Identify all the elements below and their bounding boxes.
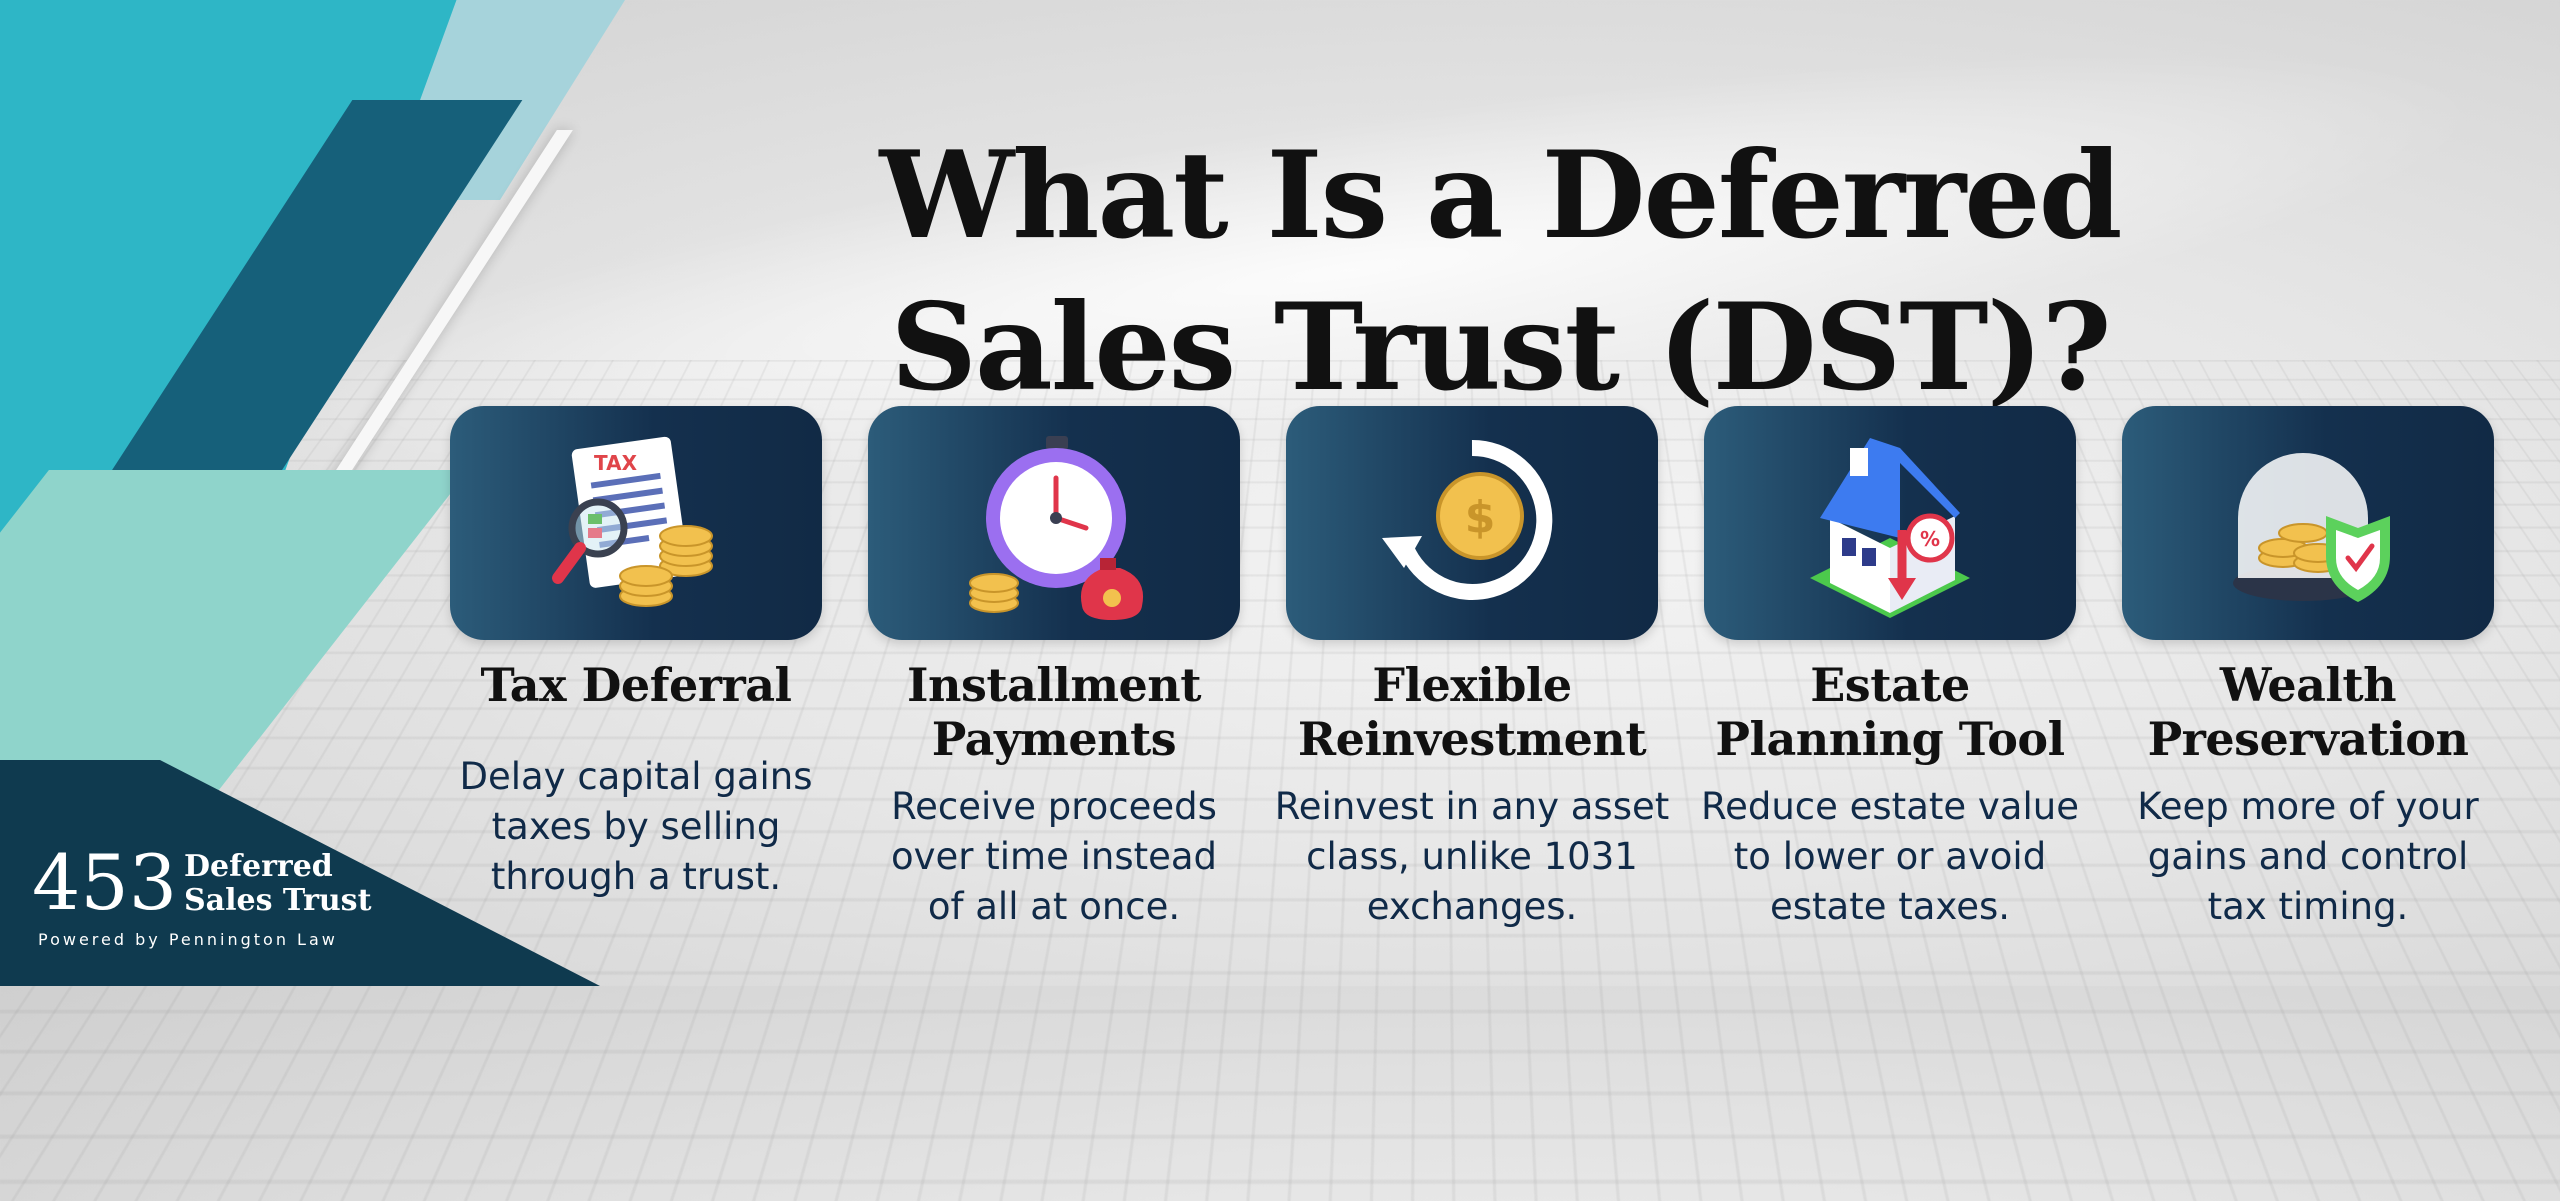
stopwatch-money-bag-icon xyxy=(969,436,1144,620)
feature-title-estate-planning-tool: Estate Planning Tool xyxy=(1715,658,2065,766)
feature-desc-flexible-reinvestment: Reinvest in any asset class, unlike 1031… xyxy=(1274,785,1670,928)
feature-title-wealth-preservation: Wealth Preservation xyxy=(2147,658,2469,766)
card-tax-deferral: TAX xyxy=(450,406,822,640)
svg-text:%: % xyxy=(1920,527,1940,551)
card-flexible-reinvestment: $ xyxy=(1286,406,1658,640)
tax-label: TAX xyxy=(594,451,638,475)
tax-document-coins-icon: TAX xyxy=(552,436,713,607)
logo-name: Deferred Sales Trust xyxy=(184,849,372,918)
feature-title-installment-payments: Installment Payments xyxy=(907,658,1202,766)
circular-dollar-coin-icon: $ xyxy=(1382,439,1553,600)
coin-dome-shield-icon xyxy=(2233,453,2390,602)
feature-desc-estate-planning-tool: Reduce estate value to lower or avoid es… xyxy=(1701,785,2079,928)
feature-title-flexible-reinvestment: Flexible Reinvestment xyxy=(1297,658,1647,766)
card-wealth-preservation xyxy=(2122,406,2494,640)
feature-desc-tax-deferral: Delay capital gains taxes by selling thr… xyxy=(459,755,813,898)
page-title: What Is a Deferred Sales Trust (DST)? xyxy=(879,125,2122,419)
house-percent-arrow-icon: % xyxy=(1810,438,1970,618)
feature-desc-wealth-preservation: Keep more of your gains and control tax … xyxy=(2137,785,2479,928)
card-estate-planning-tool: % xyxy=(1704,406,2076,640)
feature-desc-installment-payments: Receive proceeds over time instead of al… xyxy=(890,785,1218,928)
card-installment-payments xyxy=(868,406,1240,640)
svg-text:$: $ xyxy=(1465,492,1496,543)
logo-number: 453 xyxy=(32,838,178,927)
feature-title-tax-deferral: Tax Deferral xyxy=(480,658,792,712)
logo-tagline: Powered by Pennington Law xyxy=(38,930,338,949)
